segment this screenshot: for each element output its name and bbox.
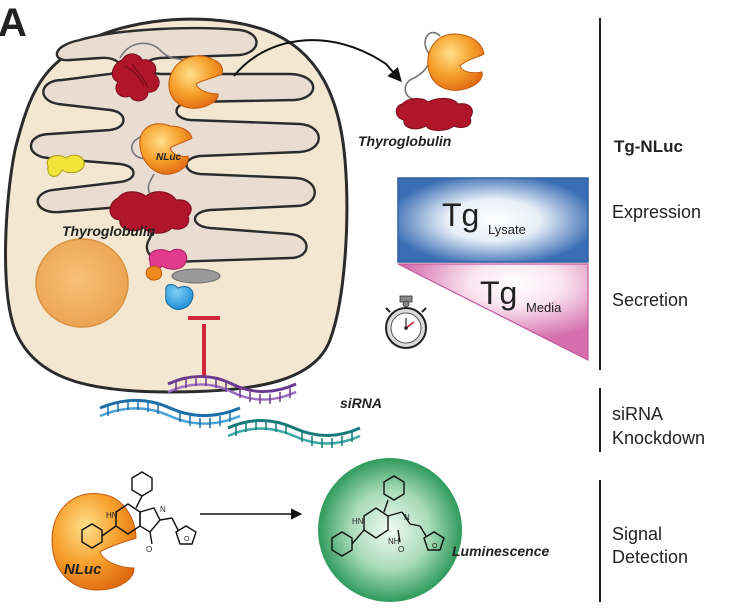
stopwatch-icon — [385, 295, 427, 349]
nluc-protein-secreted — [427, 33, 485, 91]
lysate-tg-text: Tg — [442, 197, 479, 233]
grey-protein — [171, 268, 221, 284]
nucleus — [35, 238, 129, 328]
nluc-protein-center — [139, 123, 193, 175]
svg-text:HN: HN — [106, 511, 118, 520]
media-triangle: Tg Media — [397, 263, 589, 361]
assay-title: Tg-NLuc — [614, 137, 683, 156]
product-molecule — [331, 475, 445, 557]
thyroglobulin-label-secreted: Thyroglobulin — [358, 133, 451, 149]
cell: NLuc Thyroglobulin — [4, 17, 349, 394]
expression-label: Expression — [612, 202, 701, 222]
nluc-protein-top — [168, 55, 223, 109]
secretion-arrow — [233, 39, 402, 83]
sirna-section-line2: Knockdown — [612, 428, 705, 448]
lysate-sub-text: Lysate — [488, 222, 526, 237]
thyroglobulin-label-cell: Thyroglobulin — [62, 223, 155, 239]
svg-text:O: O — [184, 536, 190, 543]
svg-text:HN: HN — [352, 517, 364, 526]
luminescence-label: Luminescence — [452, 543, 549, 559]
media-sub-text: Media — [526, 300, 562, 315]
svg-text:N: N — [404, 513, 410, 522]
detection-section-line2: Detection — [612, 547, 688, 567]
luminescence-glow — [318, 458, 462, 602]
yellow-chaperone — [46, 154, 85, 177]
thyroglobulin-blob-center — [109, 191, 192, 234]
detection-section-line1: Signal — [612, 524, 662, 544]
svg-text:O: O — [432, 543, 438, 550]
thyroglobulin-blob-secreted — [395, 97, 473, 131]
svg-text:N: N — [160, 505, 166, 514]
blue-chaperone — [165, 284, 194, 310]
sirna-inhibition — [188, 316, 220, 378]
thyroglobulin-blob-top — [111, 53, 160, 102]
secreted-tg-nluc: Thyroglobulin — [358, 31, 485, 149]
secretion-label: Secretion — [612, 290, 688, 310]
nluc-label-detection: NLuc — [64, 561, 102, 578]
sirna-section-line1: siRNA — [612, 404, 663, 424]
sirna-label: siRNA — [340, 395, 382, 411]
svg-text:O: O — [146, 545, 152, 554]
svg-text:NH: NH — [388, 537, 400, 546]
lysate-box: Tg Lysate — [397, 177, 589, 263]
nluc-enzyme-detection — [51, 492, 137, 591]
svg-text:O: O — [398, 545, 404, 554]
panel-label: A — [0, 1, 27, 45]
media-tg-text: Tg — [480, 275, 517, 311]
nluc-label-cell: NLuc — [156, 152, 181, 163]
substrate-molecule — [81, 471, 197, 549]
sirna-strands — [99, 375, 361, 448]
